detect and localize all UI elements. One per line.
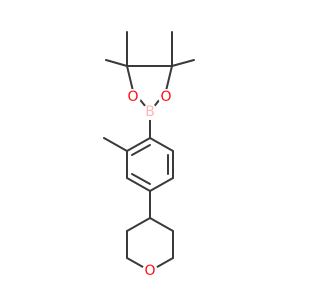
bond-aromatic xyxy=(149,137,174,152)
bond-c-o xyxy=(165,65,173,92)
bond-c-methyl xyxy=(103,137,128,152)
atom-boron: B xyxy=(142,104,158,120)
atom-pyran-oxygen: O xyxy=(142,263,158,279)
atom-oxygen-right: O xyxy=(158,89,174,105)
bond-c-c xyxy=(126,217,151,232)
bond-aromatic xyxy=(126,177,151,192)
atom-oxygen-left: O xyxy=(125,89,141,105)
bond-aromatic-inner xyxy=(131,173,151,185)
bond-c-methyl xyxy=(171,59,195,67)
atom-label-layer: B O O O xyxy=(125,89,174,279)
bond-aromatic xyxy=(126,137,151,152)
bond-c-o xyxy=(126,65,134,92)
bond-c-c xyxy=(149,217,174,232)
bond-layer xyxy=(103,31,195,272)
atom-oxygen-right-label: O xyxy=(160,89,171,105)
bond-c-methyl xyxy=(105,59,128,67)
atom-pyran-oxygen-label: O xyxy=(144,263,155,279)
bond-aromatic-inner xyxy=(131,144,151,156)
molecule-structure: B O O O xyxy=(103,31,195,279)
atom-boron-label: B xyxy=(145,104,155,120)
atom-oxygen-left-label: O xyxy=(127,89,138,105)
bond-aromatic xyxy=(149,177,174,192)
